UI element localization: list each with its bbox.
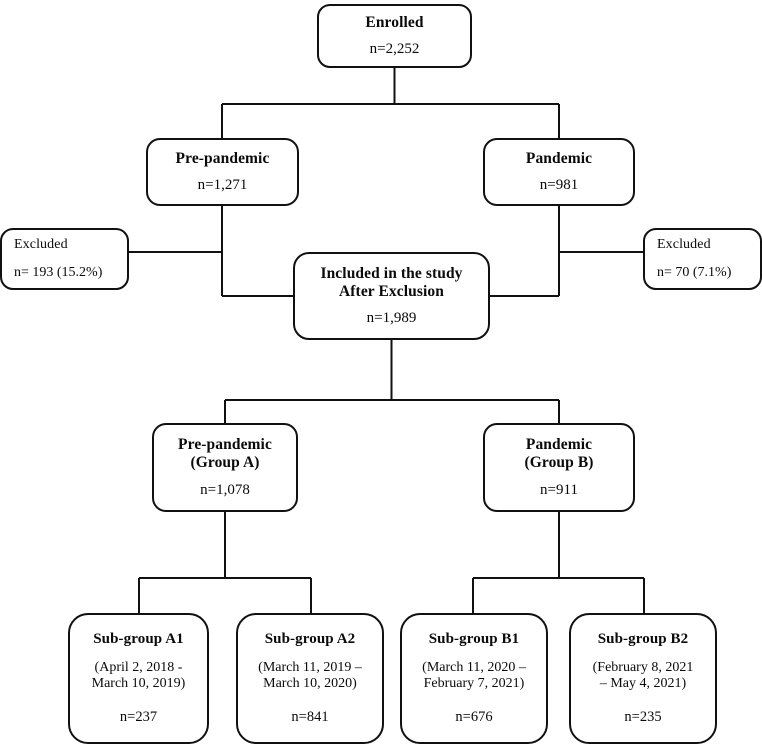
- node-group-b: Pandemic (Group B) n=911: [483, 423, 635, 512]
- node-group-a-title-line-2: (Group A): [190, 454, 260, 471]
- node-group-b-count: n=911: [540, 481, 578, 498]
- node-group-a-title-line-1: Pre-pandemic: [178, 436, 272, 454]
- node-group-b-title-line-2: (Group B): [524, 454, 594, 471]
- node-subgroup-b2-period-line-2: – May 4, 2021): [599, 676, 687, 692]
- node-enrolled-title: Enrolled: [365, 13, 424, 31]
- node-subgroup-a2-period: (March 11, 2019 – March 10, 2020): [258, 660, 362, 693]
- node-pre-pandemic-count: n=1,271: [197, 177, 248, 194]
- node-pandemic: Pandemic n=981: [483, 138, 635, 206]
- node-excluded-pandemic: Excluded n= 70 (7.1%): [643, 228, 762, 290]
- node-group-b-title-line-1: Pandemic: [525, 436, 593, 454]
- node-enrolled: Enrolled n=2,252: [317, 4, 472, 68]
- node-subgroup-b1-period-line-2: February 7, 2021): [423, 676, 525, 692]
- node-included-in-study: Included in the study After Exclusion n=…: [293, 252, 490, 340]
- node-subgroup-b1-period-line-1: (March 11, 2020 –: [422, 659, 526, 675]
- node-subgroup-a1-period-line-2: March 10, 2019): [91, 676, 186, 692]
- node-excluded-pandemic-title: Excluded: [657, 236, 711, 252]
- node-group-b-title: Pandemic (Group B): [524, 436, 593, 472]
- node-subgroup-b2-count: n=235: [624, 708, 662, 725]
- node-excluded-pandemic-count: n= 70 (7.1%): [657, 265, 732, 281]
- node-subgroup-a1: Sub-group A1 (April 2, 2018 - March 10, …: [68, 613, 209, 744]
- node-subgroup-a2-title: Sub-group A2: [264, 631, 356, 648]
- node-group-a-count: n=1,078: [200, 481, 250, 498]
- node-subgroup-a2-count: n=841: [291, 708, 329, 725]
- node-pandemic-count: n=981: [539, 177, 579, 194]
- node-subgroup-b2-period: (February 8, 2021 – May 4, 2021): [593, 660, 694, 693]
- node-pandemic-title: Pandemic: [525, 149, 593, 167]
- node-subgroup-b1: Sub-group B1 (March 11, 2020 – February …: [400, 613, 548, 744]
- node-excluded-pre-pandemic: Excluded n= 193 (15.2%): [0, 228, 129, 290]
- node-group-a-title: Pre-pandemic (Group A): [178, 436, 272, 472]
- node-included-title-line-1: Included in the study: [320, 264, 463, 282]
- node-subgroup-b1-count: n=676: [455, 708, 493, 725]
- node-subgroup-b2-title: Sub-group B2: [597, 631, 689, 648]
- node-pre-pandemic: Pre-pandemic n=1,271: [146, 138, 299, 206]
- node-excluded-pre-pandemic-count: n= 193 (15.2%): [14, 265, 103, 281]
- node-subgroup-a1-count: n=237: [119, 708, 158, 725]
- node-subgroup-b1-period: (March 11, 2020 – February 7, 2021): [422, 660, 526, 693]
- node-subgroup-a2: Sub-group A2 (March 11, 2019 – March 10,…: [236, 613, 384, 744]
- node-subgroup-a2-period-line-1: (March 11, 2019 –: [258, 659, 362, 675]
- node-pre-pandemic-title: Pre-pandemic: [175, 149, 270, 167]
- node-included-title-line-2: After Exclusion: [339, 282, 444, 300]
- node-included-in-study-title: Included in the study After Exclusion: [320, 265, 462, 301]
- node-subgroup-a1-period: (April 2, 2018 - March 10, 2019): [92, 660, 186, 693]
- node-subgroup-b2: Sub-group B2 (February 8, 2021 – May 4, …: [569, 613, 717, 744]
- node-group-a: Pre-pandemic (Group A) n=1,078: [152, 423, 298, 512]
- node-subgroup-a2-period-line-2: March 10, 2020): [263, 676, 357, 692]
- node-subgroup-b2-period-line-1: (February 8, 2021: [592, 659, 694, 675]
- node-included-in-study-count: n=1,989: [366, 310, 417, 327]
- node-excluded-pre-pandemic-title: Excluded: [14, 236, 68, 252]
- node-subgroup-a1-title: Sub-group A1: [93, 631, 184, 648]
- node-subgroup-a1-period-line-1: (April 2, 2018 -: [94, 659, 183, 675]
- node-enrolled-count: n=2,252: [369, 41, 420, 58]
- node-subgroup-b1-title: Sub-group B1: [428, 631, 520, 648]
